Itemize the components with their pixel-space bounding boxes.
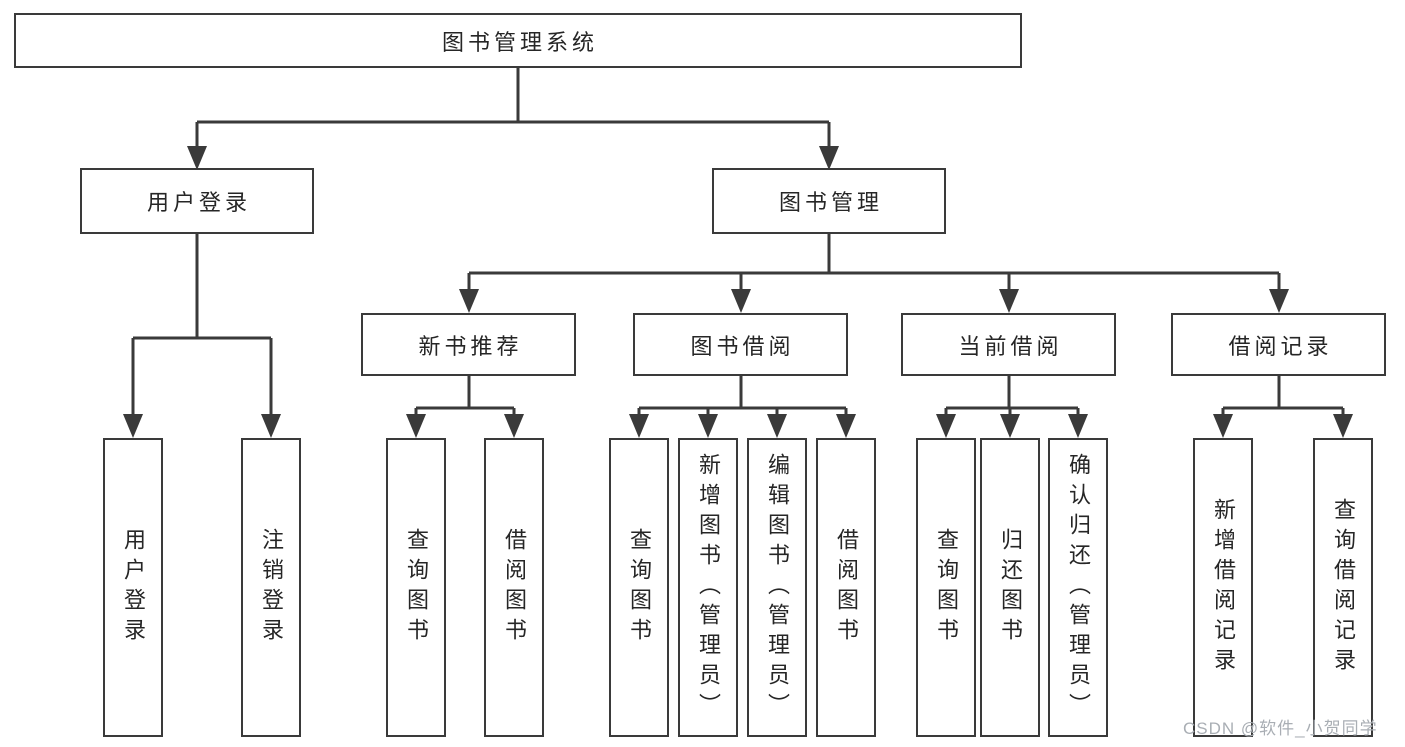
node-root: 图书管理系统 [14,13,1022,68]
leaf-add-borrow-record-label: 新增借阅记录 [1211,497,1236,678]
leaf-user-login-label: 用户登录 [121,527,146,648]
leaf-query-books-borrow-label: 查询图书 [627,527,652,648]
leaf-borrow-books-newbooks: 借阅图书 [484,438,544,737]
leaf-logout-label: 注销登录 [259,527,284,648]
node-new-book-recommend-label: 新书推荐 [418,333,523,359]
connector-current-borrow-branch [944,376,1080,420]
leaf-query-books-current-label: 查询图书 [934,527,959,648]
leaf-query-books-newbooks-label: 查询图书 [404,527,429,648]
leaf-query-borrow-record: 查询借阅记录 [1313,438,1373,737]
leaf-borrow-books-borrow-label: 借阅图书 [834,527,859,648]
leaf-add-book-admin-label: 新增图书（管理员） [696,452,721,723]
connector-book-borrow-branch [637,376,848,420]
node-book-borrow: 图书借阅 [633,313,848,376]
connector-book-management-to-level3 [467,234,1281,293]
arrowhead-down-icon [123,414,1353,438]
node-root-label: 图书管理系统 [441,29,598,55]
leaf-edit-book-admin-label: 编辑图书（管理员） [765,452,790,723]
leaf-confirm-return-admin-label: 确认归还（管理员） [1066,452,1091,723]
node-current-borrow: 当前借阅 [901,313,1116,376]
leaf-return-book: 归还图书 [980,438,1040,737]
leaf-logout: 注销登录 [241,438,301,737]
leaf-query-borrow-record-label: 查询借阅记录 [1331,497,1356,678]
leaf-query-books-newbooks: 查询图书 [386,438,446,737]
node-book-management-label: 图书管理 [778,190,883,215]
node-user-login-label: 用户登录 [146,190,251,215]
node-book-management: 图书管理 [712,168,946,234]
node-borrow-records-label: 借阅记录 [1228,333,1333,359]
node-borrow-records: 借阅记录 [1171,313,1386,376]
leaf-edit-book-admin: 编辑图书（管理员） [747,438,807,737]
csdn-watermark: CSDN @软件_小贺同学 [1183,719,1378,738]
connector-root-to-level2 [195,67,831,150]
node-book-borrow-label: 图书借阅 [690,333,795,359]
arrowhead-down-icon [459,289,1289,313]
arrowhead-down-icon [187,146,839,170]
node-current-borrow-label: 当前借阅 [958,333,1063,359]
leaf-add-book-admin: 新增图书（管理员） [678,438,738,737]
leaf-query-books-current: 查询图书 [916,438,976,737]
node-user-login: 用户登录 [80,168,314,234]
leaf-add-borrow-record: 新增借阅记录 [1193,438,1253,737]
connector-new-books-branch [414,376,516,420]
leaf-user-login: 用户登录 [103,438,163,737]
leaf-query-books-borrow: 查询图书 [609,438,669,737]
leaf-borrow-books-newbooks-label: 借阅图书 [502,527,527,648]
leaf-confirm-return-admin: 确认归还（管理员） [1048,438,1108,737]
leaf-return-book-label: 归还图书 [998,527,1023,648]
node-new-book-recommend: 新书推荐 [361,313,576,376]
connector-user-login-branch [131,234,273,420]
connector-borrow-records-branch [1221,376,1345,420]
leaf-borrow-books-borrow: 借阅图书 [816,438,876,737]
